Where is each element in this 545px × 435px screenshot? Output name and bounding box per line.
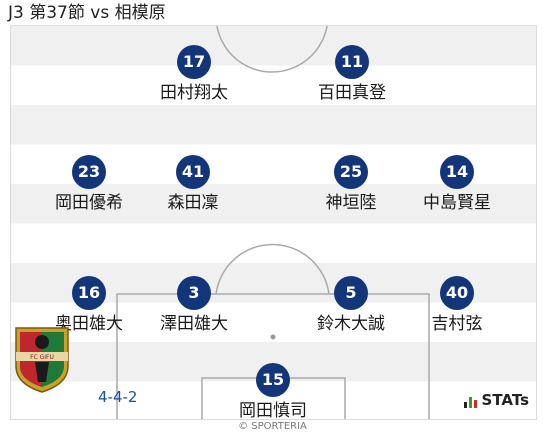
player-name: 岡田慎司	[239, 401, 307, 420]
copyright-notice: © SPORTERIA	[238, 421, 307, 432]
player-midfielder-center-left[interactable]: 41 森田凜	[143, 155, 243, 214]
player-number-badge: 3	[177, 276, 211, 310]
player-defender-right[interactable]: 40 吉村弦	[407, 276, 507, 335]
top-center-circle	[216, 26, 328, 73]
svg-text:FC GIFU: FC GIFU	[30, 354, 54, 361]
player-name: 田村翔太	[160, 83, 228, 103]
player-number-badge: 16	[72, 276, 106, 310]
player-name: 百田真登	[318, 83, 386, 103]
player-name: 岡田優希	[55, 193, 123, 213]
player-name: 森田凜	[167, 193, 219, 213]
player-forward-left[interactable]: 17 田村翔太	[144, 45, 244, 104]
pitch-lines	[116, 26, 430, 419]
player-name: 中島賢星	[423, 193, 491, 213]
player-name: 神垣陸	[325, 193, 377, 213]
player-midfielder-right[interactable]: 14 中島賢星	[407, 155, 507, 214]
player-number-badge: 17	[177, 45, 211, 79]
page-title: J3 第37節 vs 相模原	[8, 3, 166, 23]
formation-label: 4-4-2	[98, 388, 138, 406]
crest-icon: FC GIFU	[15, 327, 69, 393]
penalty-box	[116, 293, 430, 419]
player-number-badge: 5	[334, 276, 368, 310]
penalty-spot	[270, 334, 276, 340]
player-name: 吉村弦	[431, 314, 483, 334]
player-number-badge: 40	[440, 276, 474, 310]
player-name: 澤田雄大	[160, 314, 228, 334]
penalty-arc	[215, 243, 330, 295]
player-number-badge: 23	[72, 155, 106, 189]
player-number-badge: 14	[440, 155, 474, 189]
player-number-badge: 15	[256, 363, 290, 397]
player-defender-center-right[interactable]: 5 鈴木大誠	[301, 276, 401, 335]
team-crest: FC GIFU	[10, 322, 74, 394]
player-midfielder-center-right[interactable]: 25 神垣陸	[301, 155, 401, 214]
player-name: 鈴木大誠	[317, 314, 385, 334]
pitch: 17 田村翔太 11 百田真登 23 岡田優希 41 森田凜 25 神垣陸 14…	[10, 25, 537, 420]
player-goalkeeper[interactable]: 15 岡田慎司	[223, 363, 323, 420]
player-forward-right[interactable]: 11 百田真登	[302, 45, 402, 104]
player-number-badge: 25	[334, 155, 368, 189]
player-midfielder-left[interactable]: 23 岡田優希	[39, 155, 139, 214]
player-number-badge: 41	[176, 155, 210, 189]
player-defender-center-left[interactable]: 3 澤田雄大	[144, 276, 244, 335]
stats-logo-label: STATs	[481, 391, 529, 409]
player-name: 奥田雄大	[55, 314, 123, 334]
stats-bars-icon	[463, 397, 477, 408]
stats-logo: STATs	[463, 391, 529, 409]
player-number-badge: 11	[335, 45, 369, 79]
player-defender-left[interactable]: 16 奥田雄大	[39, 276, 139, 335]
